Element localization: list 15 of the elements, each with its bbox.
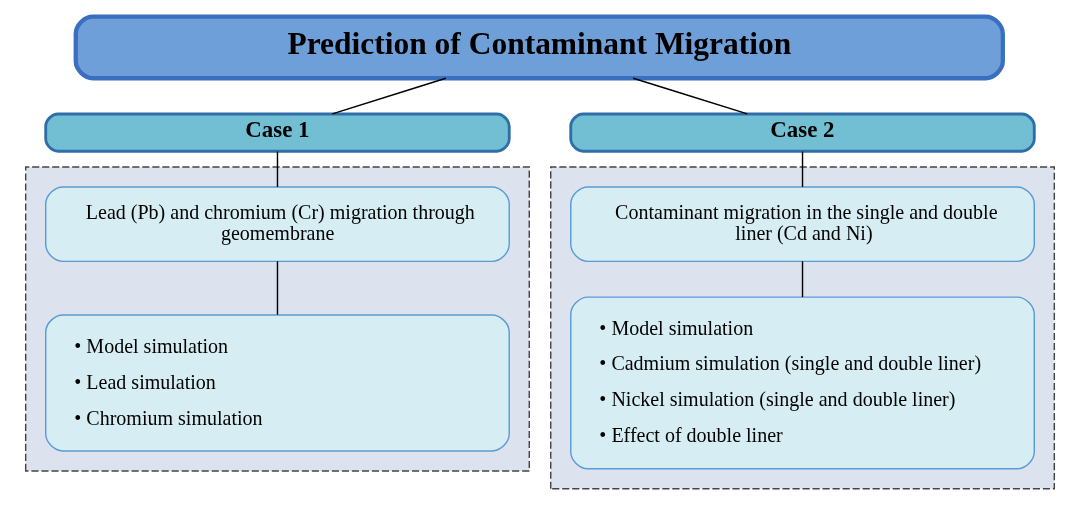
node-box: Lead (Pb) and chromium (Cr) migration through geomembrane bbox=[45, 186, 510, 263]
connector bbox=[276, 260, 279, 316]
connector bbox=[632, 77, 749, 115]
cluster bbox=[24, 166, 530, 472]
cluster bbox=[550, 166, 1056, 490]
node-box: Case 2 bbox=[569, 112, 1036, 153]
connector bbox=[276, 150, 279, 188]
node-box: Case 1 bbox=[44, 112, 511, 153]
node-box: Prediction of Contaminant Migration bbox=[73, 14, 1005, 81]
node-box: • Model simulation • Cadmium simulation (single and double liner) • Nickel simulation (single and double liner) • Effect of double liner bbox=[570, 296, 1035, 470]
connector bbox=[801, 150, 804, 188]
connector bbox=[331, 77, 447, 115]
connector bbox=[801, 260, 804, 298]
node-box: • Model simulation • Lead simulation • Chromium simulation bbox=[45, 314, 510, 452]
node-box: Contaminant migration in the single and double liner (Cd and Ni) bbox=[570, 186, 1035, 263]
